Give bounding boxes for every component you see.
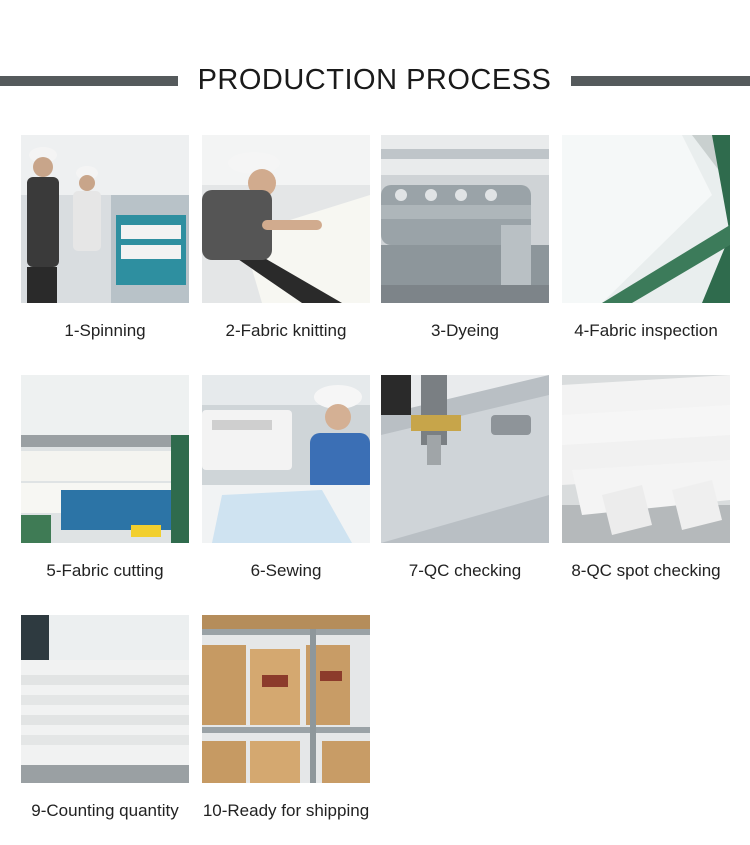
page-title: PRODUCTION PROCESS	[197, 64, 552, 96]
step-label: 6-Sewing	[250, 561, 322, 580]
sewing-photo	[202, 375, 370, 543]
process-step-6: 6-Sewing	[202, 375, 370, 580]
process-step-7: 7-QC checking	[381, 375, 549, 580]
fabric-cutting-photo	[21, 375, 189, 543]
fabric-knitting-photo	[202, 135, 370, 303]
spinning-photo	[21, 135, 189, 303]
process-step-10: 10-Ready for shipping	[202, 615, 370, 820]
step-label: 10-Ready for shipping	[202, 801, 370, 820]
process-step-2: 2-Fabric knitting	[202, 135, 370, 340]
ready-for-shipping-photo	[202, 615, 370, 783]
header-divider-left	[0, 76, 178, 86]
qc-spot-checking-photo	[562, 375, 730, 543]
process-step-9: 9-Counting quantity	[21, 615, 189, 820]
process-step-4: 4-Fabric inspection	[562, 135, 730, 340]
process-step-3: 3-Dyeing	[381, 135, 549, 340]
process-step-1: 1-Spinning	[21, 135, 189, 340]
step-label: 5-Fabric cutting	[46, 561, 164, 580]
counting-quantity-photo	[21, 615, 189, 783]
step-label: 8-QC spot checking	[571, 561, 721, 580]
step-label: 7-QC checking	[408, 561, 522, 580]
fabric-inspection-photo	[562, 135, 730, 303]
qc-checking-photo	[381, 375, 549, 543]
step-label: 4-Fabric inspection	[574, 321, 718, 340]
dyeing-photo	[381, 135, 549, 303]
step-label: 1-Spinning	[64, 321, 146, 340]
step-label: 2-Fabric knitting	[225, 321, 347, 340]
process-step-5: 5-Fabric cutting	[21, 375, 189, 580]
header-divider-right	[571, 76, 750, 86]
step-label: 3-Dyeing	[430, 321, 500, 340]
process-step-8: 8-QC spot checking	[562, 375, 730, 580]
section-header: PRODUCTION PROCESS	[0, 62, 750, 102]
step-label: 9-Counting quantity	[31, 801, 179, 820]
